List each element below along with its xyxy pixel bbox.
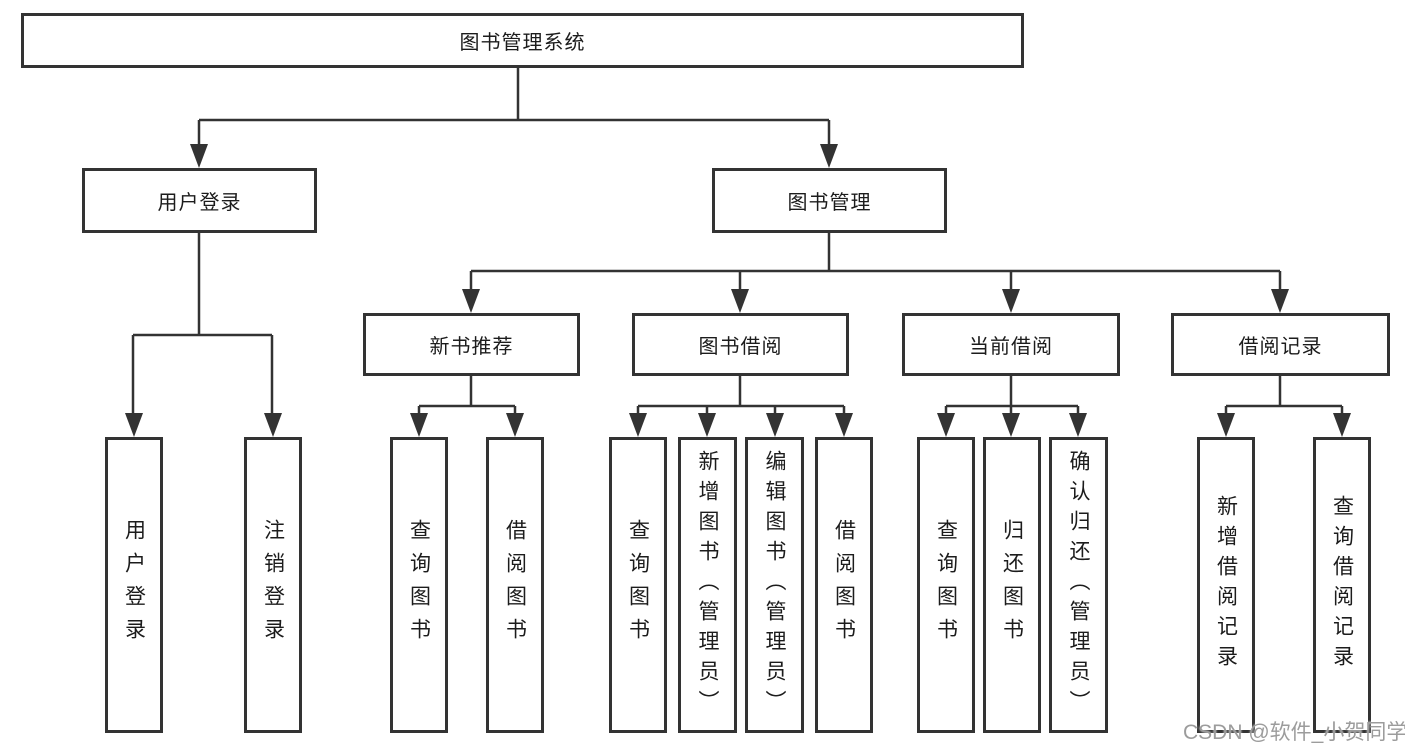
node-borrow-records: 借阅记录 <box>1171 313 1390 376</box>
leaf-return-books: 归还图书 <box>983 437 1041 733</box>
leaf-borrow-books-recommend: 借阅图书 <box>486 437 544 733</box>
leaf-borrow-books: 借阅图书 <box>815 437 873 733</box>
leaf-label: 新增图书（管理员） <box>696 450 719 720</box>
node-label: 图书管理系统 <box>459 32 586 54</box>
leaf-label: 查询借阅记录 <box>1330 495 1354 675</box>
leaf-label: 编辑图书（管理员） <box>763 450 786 720</box>
leaf-label: 查询图书 <box>407 519 431 651</box>
leaf-label: 归还图书 <box>1000 519 1024 651</box>
leaf-label: 注销登录 <box>261 519 285 651</box>
leaf-label: 借阅图书 <box>832 519 856 651</box>
node-label: 图书管理 <box>787 192 872 214</box>
leaf-edit-books-admin: 编辑图书（管理员） <box>745 437 804 733</box>
node-label: 新书推荐 <box>429 336 514 358</box>
leaf-label: 确认归还（管理员） <box>1067 450 1090 720</box>
node-book-borrow: 图书借阅 <box>632 313 849 376</box>
leaf-label: 查询图书 <box>934 519 958 651</box>
csdn-watermark: CSDN @软件_小贺同学 <box>1183 721 1405 744</box>
leaf-query-books-recommend: 查询图书 <box>390 437 448 733</box>
node-current-borrow: 当前借阅 <box>902 313 1120 376</box>
leaf-label: 查询图书 <box>626 519 650 651</box>
node-label: 用户登录 <box>157 192 242 214</box>
arrowheads <box>125 144 1351 437</box>
leaf-query-books-current: 查询图书 <box>917 437 975 733</box>
leaf-label: 新增借阅记录 <box>1214 495 1238 675</box>
node-label: 图书借阅 <box>698 336 783 358</box>
leaf-label: 用户登录 <box>122 519 146 651</box>
node-root-system: 图书管理系统 <box>21 13 1024 68</box>
leaf-query-borrow-record: 查询借阅记录 <box>1313 437 1371 733</box>
leaf-query-books-borrow: 查询图书 <box>609 437 667 733</box>
connector-path <box>131 68 1344 416</box>
node-label: 当前借阅 <box>969 336 1053 358</box>
leaf-user-login: 用户登录 <box>105 437 163 733</box>
leaf-confirm-return-admin: 确认归还（管理员） <box>1049 437 1108 733</box>
leaf-add-borrow-record: 新增借阅记录 <box>1197 437 1255 733</box>
leaf-logout: 注销登录 <box>244 437 302 733</box>
node-user-login: 用户登录 <box>82 168 317 233</box>
node-new-book-recommend: 新书推荐 <box>363 313 580 376</box>
leaf-add-books-admin: 新增图书（管理员） <box>678 437 737 733</box>
node-book-management: 图书管理 <box>712 168 947 233</box>
node-label: 借阅记录 <box>1238 336 1323 358</box>
leaf-label: 借阅图书 <box>503 519 527 651</box>
